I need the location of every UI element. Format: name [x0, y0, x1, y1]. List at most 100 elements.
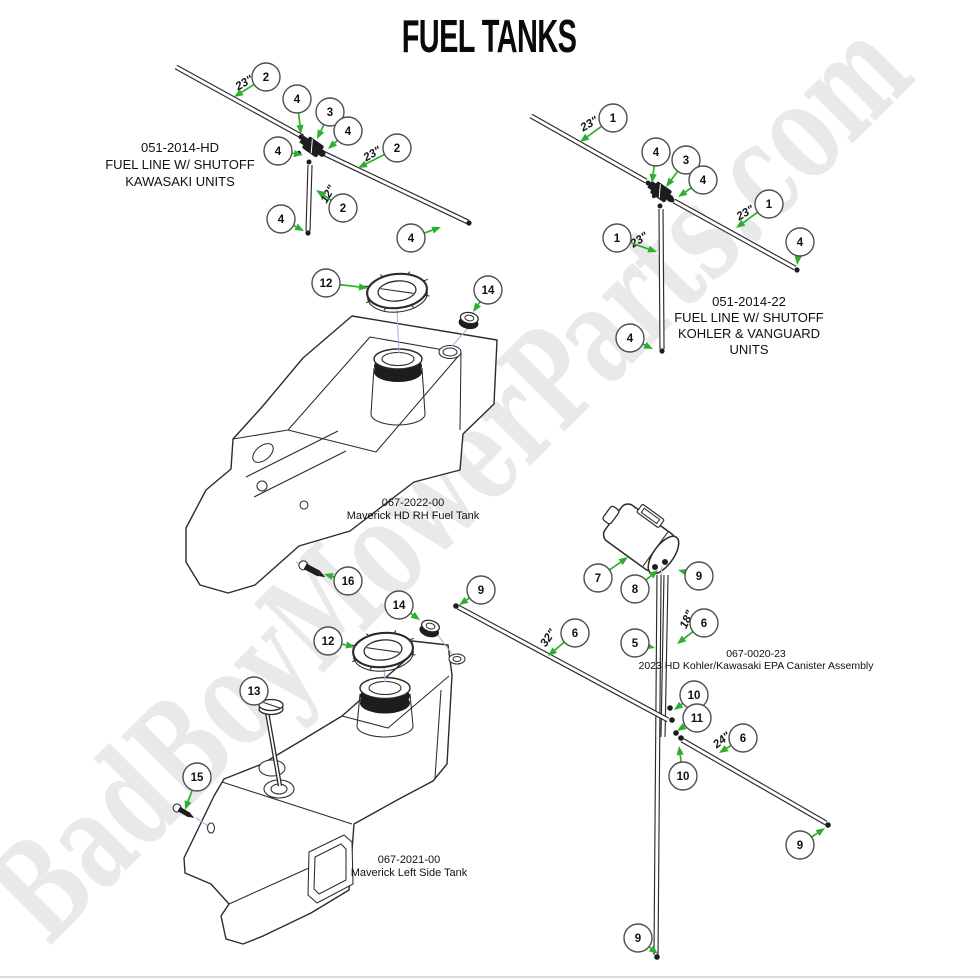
grommet — [456, 310, 481, 332]
callout-circle — [620, 574, 650, 604]
callout-number: 2 — [340, 203, 346, 215]
callout-arrow — [811, 832, 819, 838]
callout-12: 12 — [313, 626, 355, 656]
callout-arrow — [670, 170, 679, 181]
part-label-kohler-fuel-line-line2: KOHLER & VANGUARD — [678, 326, 820, 341]
callout-number: 9 — [478, 585, 484, 597]
callout-arrow — [339, 283, 360, 288]
part-label-left-side-tank-line1: Maverick Left Side Tank — [351, 867, 468, 879]
callout-number: 16 — [342, 576, 355, 588]
callout-number: 3 — [327, 107, 333, 119]
page-title-group: FUEL TANKS — [402, 11, 577, 62]
callout-number: 4 — [408, 233, 415, 245]
callout-arrowhead — [580, 133, 590, 142]
callout-4: 4 — [396, 223, 441, 253]
callout-number: 1 — [614, 233, 621, 245]
kawasaki-fuel-line-assembly — [174, 64, 472, 236]
callout-number: 4 — [797, 237, 804, 249]
callout-number: 6 — [572, 628, 578, 640]
callout-number: 10 — [688, 690, 701, 702]
callout-arrowhead — [674, 701, 684, 710]
callout-circle — [615, 323, 645, 353]
callout-arrow — [608, 561, 622, 571]
callout-arrowhead — [293, 150, 303, 158]
callout-circle — [598, 103, 628, 133]
callout-10: 10 — [668, 746, 698, 791]
callout-arrowhead — [184, 800, 192, 810]
callout-circle — [239, 676, 269, 706]
callout-arrowhead — [677, 723, 687, 731]
callout-circle — [382, 133, 412, 163]
callout-circle — [251, 62, 281, 92]
charcoal-canister — [602, 503, 680, 575]
callout-arrow — [683, 630, 694, 640]
callout-4: 4 — [282, 84, 312, 134]
callout-15: 15 — [182, 762, 212, 810]
callout-arrowhead — [643, 341, 653, 349]
callout-number: 9 — [696, 571, 702, 583]
callout-arrow — [742, 211, 759, 224]
callout-number: 8 — [632, 584, 639, 596]
callout-circle — [328, 193, 358, 223]
callout-arrowhead — [794, 255, 802, 265]
callout-arrowhead — [317, 129, 325, 139]
callout-arrowhead — [431, 226, 441, 234]
callout-circle — [728, 723, 758, 753]
callout-number: 2 — [263, 72, 269, 84]
callout-circle — [311, 268, 341, 298]
callout-10: 10 — [674, 680, 709, 710]
callout-circle — [671, 145, 701, 175]
part-label-kohler-fuel-line-line1: FUEL LINE W/ SHUTOFF — [674, 310, 824, 325]
callout-circle — [684, 561, 714, 591]
dimension-label-7: 32" — [538, 627, 559, 649]
callout-arrow — [726, 744, 732, 749]
fuel-line-tube — [529, 113, 797, 350]
callout-arrowhead — [649, 173, 657, 183]
callout-circle — [785, 830, 815, 860]
callout-circle — [384, 590, 414, 620]
callout-number: 4 — [294, 94, 301, 106]
elbow-fitting — [172, 803, 195, 818]
callout-number: 1 — [766, 199, 773, 211]
callout-arrowhead — [548, 647, 558, 656]
callout-arrow — [629, 241, 649, 250]
callout-arrow — [320, 124, 325, 132]
callout-14: 14 — [384, 590, 420, 620]
callout-number: 15 — [191, 772, 204, 784]
callout-circle — [333, 116, 363, 146]
callout-circle — [689, 608, 719, 638]
page-title: FUEL TANKS — [402, 11, 577, 62]
callout-arrowhead — [618, 557, 628, 566]
fuel-hose-24in — [680, 737, 828, 826]
callout-12: 12 — [311, 268, 368, 298]
callout-arrowhead — [648, 570, 658, 579]
callout-6: 6 — [719, 723, 758, 753]
callout-arrow — [297, 112, 301, 126]
callout-circle — [623, 923, 653, 953]
part-label-kawasaki-fuel-line-line1: FUEL LINE W/ SHUTOFF — [105, 157, 255, 172]
epa-canister-assembly — [453, 503, 831, 960]
callout-circle — [466, 575, 496, 605]
callout-number: 4 — [278, 214, 285, 226]
callout-4: 4 — [263, 136, 303, 166]
callout-number: 12 — [322, 636, 335, 648]
callout-4: 4 — [266, 204, 304, 234]
part-label-rh-fuel-tank-line0: 067-2022-00 — [382, 497, 444, 509]
callout-arrow — [365, 153, 385, 165]
callout-arrowhead — [473, 302, 482, 312]
callout-number: 4 — [700, 175, 707, 187]
callout-number: 14 — [393, 600, 406, 612]
callout-number: 2 — [394, 143, 400, 155]
callout-circle — [263, 136, 293, 166]
callout-2: 2 — [358, 133, 412, 168]
callout-circle — [396, 223, 426, 253]
callout-circle — [754, 189, 784, 219]
callout-circle — [182, 762, 212, 792]
callout-4: 4 — [615, 323, 653, 353]
callout-arrowhead — [648, 945, 658, 954]
callout-6: 6 — [677, 608, 719, 644]
callout-arrowhead — [815, 828, 825, 837]
